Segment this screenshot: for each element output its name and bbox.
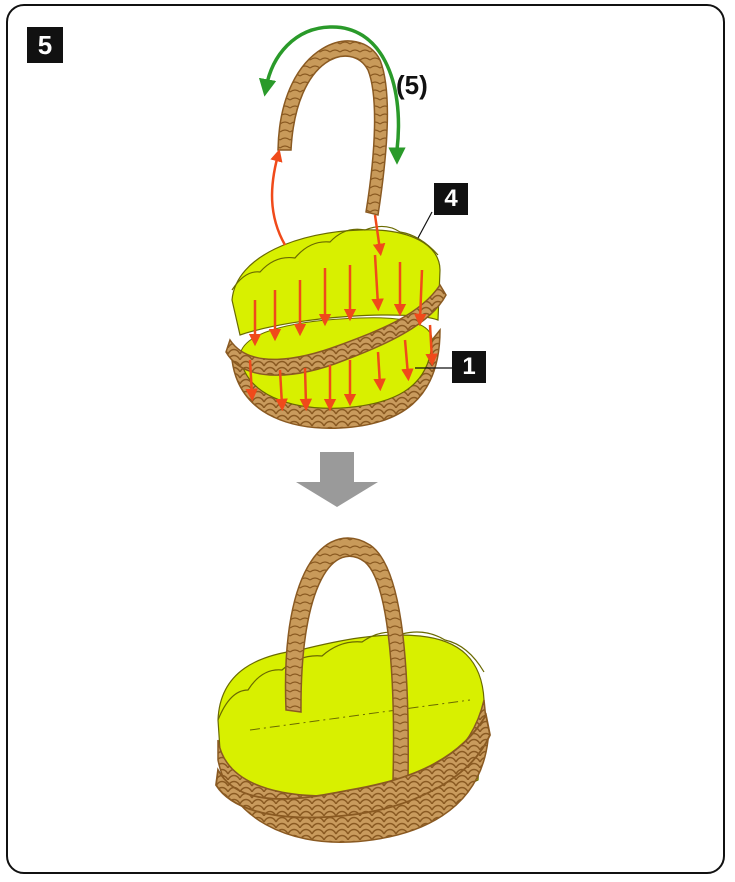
exploded-basket <box>225 25 452 429</box>
handle-rotation-step-label: (5) <box>396 70 428 100</box>
down-arrow-icon <box>296 452 378 507</box>
part-4-callout: 4 <box>434 183 468 215</box>
part-1-callout: 1 <box>452 351 486 383</box>
assembly-arrows <box>245 148 438 412</box>
basket-handle-exploded <box>277 40 389 216</box>
step-number-badge: 5 <box>27 27 63 63</box>
assembled-basket <box>215 537 491 843</box>
basket-rim <box>225 283 447 376</box>
rotate-arrow-icon <box>258 25 401 151</box>
assembled-basket-rim <box>215 712 491 819</box>
